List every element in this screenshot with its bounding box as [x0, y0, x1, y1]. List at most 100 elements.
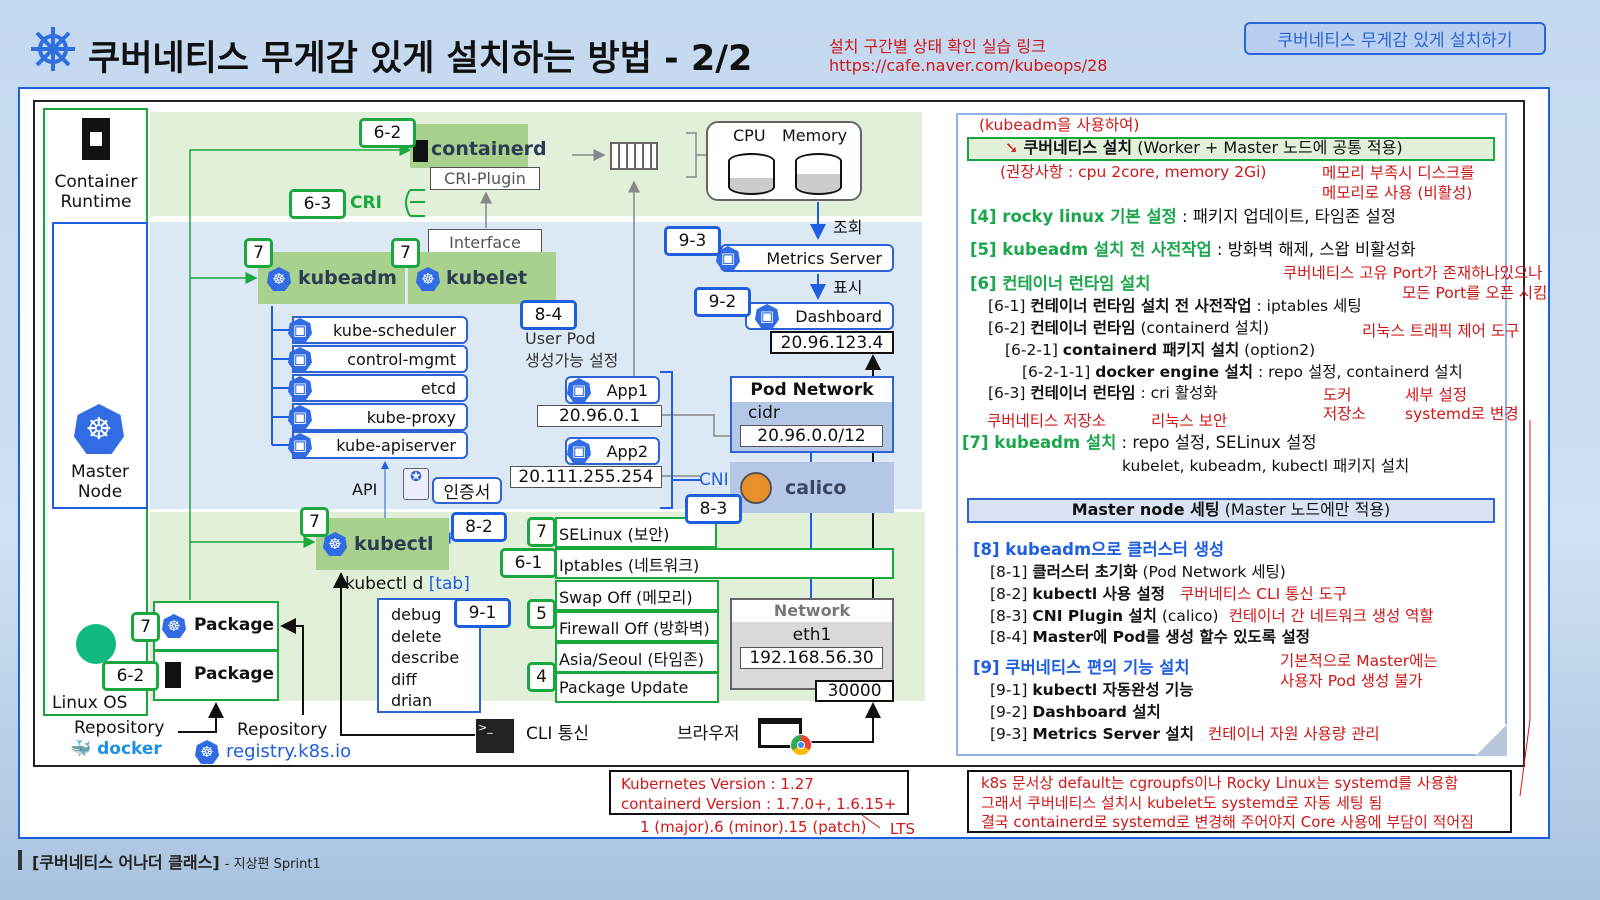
recommend-note: (권장사항 : cpu 2core, memory 2Gi): [1000, 163, 1267, 181]
diagram-frame: [33, 100, 1525, 767]
memory-label: Memory: [782, 126, 848, 145]
step-badge: 6-2: [102, 661, 159, 691]
calico-label: calico: [785, 477, 847, 499]
kubectl-label: kubectl: [354, 533, 434, 555]
step-number: [6-2-1-1]: [1022, 363, 1096, 381]
cidr-value: 20.96.0.0/12: [740, 425, 883, 447]
step-annotation: 컨테이너 간 네트워크 생성 역할: [1228, 607, 1434, 625]
step-title: containerd 패키지 설치: [1062, 341, 1240, 359]
swap-note-1: 메모리 부족시 디스크를: [1322, 164, 1475, 182]
lookup-label: 조회: [833, 218, 863, 237]
kubectl-command-text: kubectl d: [345, 574, 424, 594]
cni-label: CNI: [699, 470, 729, 490]
kubeadm-label: kubeadm: [298, 267, 397, 289]
step-title: kubectl 자동완성 기능: [1032, 681, 1194, 699]
component-etcd: etcd: [292, 374, 468, 402]
network-title: Network: [732, 600, 892, 622]
note-line: 결국 containerd로 systemd로 변경해 주어야지 Core 사용…: [981, 813, 1474, 831]
top-nav-button[interactable]: 쿠버네티스 무게감 있게 설치하기: [1244, 22, 1546, 55]
step-number: [8-2]: [990, 585, 1033, 603]
containerd-box: [410, 124, 528, 168]
kubeadm-box: kubeadm: [258, 252, 405, 304]
step-badge: 7: [131, 612, 160, 642]
user-pod-label: User Pod: [525, 329, 596, 348]
metrics-server-pod: Metrics Server: [720, 244, 894, 272]
step-9-1: [9-1] kubectl 자동완성 기능: [990, 680, 1194, 700]
step-badge: 7: [300, 507, 329, 537]
step-detail: (containerd 설치): [1135, 319, 1270, 337]
step-detail: : iptables 세팅: [1251, 297, 1362, 315]
step-title: 컨테이너 런타임: [1030, 319, 1136, 337]
step-badge: 7: [527, 517, 556, 547]
step-6-2-1: [6-2-1] containerd 패키지 설치 (option2): [1005, 340, 1315, 360]
kubernetes-logo-icon: [28, 24, 78, 74]
cri-plugin-box: CRI-Plugin: [430, 167, 540, 190]
step-4: [4] rocky linux 기본 설정 : 패키지 업데이트, 타임존 설정: [970, 207, 1396, 227]
install-title-rest: (Worker + Master 노드에 공통 적용): [1132, 138, 1403, 157]
browser-label: 브라우저: [677, 724, 740, 744]
step-number: [6-2-1]: [1005, 341, 1063, 359]
step-detail: : cri 활성화: [1135, 384, 1218, 402]
using-kubeadm-note: (kubeadm을 사용하여): [979, 116, 1140, 134]
common-install-header: [967, 137, 1495, 161]
browser-icon: [758, 718, 802, 748]
step-annotation: 쿠버네티스 CLI 통신 도구: [1179, 585, 1348, 603]
eth1-label: eth1: [792, 625, 832, 645]
step-title: 클러스터 초기화: [1032, 563, 1138, 581]
page-title: 쿠버네티스 무게감 있게 설치하는 방법 - 2/2: [88, 39, 753, 79]
package-containerd-label: Package: [194, 664, 275, 684]
cidr-label: cidr: [748, 403, 780, 423]
step-number: [8-1]: [990, 563, 1033, 581]
step-detail: (Pod Network 세팅): [1137, 563, 1286, 581]
containerd-logo-icon: [165, 662, 181, 688]
chrome-icon: [790, 734, 812, 756]
step-number: [6-2]: [988, 319, 1031, 337]
kubelet-label: kubelet: [446, 267, 528, 289]
linux-security-note: 리눅스 보안: [1151, 412, 1228, 430]
step-badge: 8-4: [520, 300, 577, 330]
app2-ip: 20.111.255.254: [510, 466, 662, 488]
k8s-version: Kubernetes Version : 1.27: [621, 775, 814, 793]
step-number: [6-1]: [988, 297, 1031, 315]
registry-link[interactable]: registry.k8s.io: [226, 741, 352, 762]
command-item: drian: [391, 691, 433, 710]
step-number: [6-3]: [988, 384, 1031, 402]
row-package-update: Package Update: [555, 672, 719, 703]
step-number: [9-2]: [990, 703, 1033, 721]
containerd-logo-icon: [413, 140, 428, 162]
step-badge: 9-3: [664, 226, 721, 256]
step-badge: 8-2: [451, 512, 507, 542]
command-item: debug: [391, 605, 442, 624]
master-title-bold: Master node 세팅: [1071, 500, 1220, 519]
footer-subtitle: - 지상편 Sprint1: [224, 857, 321, 872]
lab-link-url[interactable]: https://cafe.naver.com/kubeops/28: [829, 56, 1108, 75]
step-7-packages: kubelet, kubeadm, kubectl 패키지 설치: [1122, 457, 1410, 475]
step-7: [7] kubeadm 설치 : repo 설정, SELinux 설정: [962, 433, 1317, 453]
step-title: 컨테이너 런타임: [1030, 384, 1136, 402]
step-4-heading: [4] rocky linux 기본 설정: [970, 207, 1177, 226]
certificate-box: 인증서: [432, 477, 502, 504]
step-7-text: : repo 설정, SELinux 설정: [1116, 433, 1317, 452]
page-curl-icon: [1476, 724, 1507, 756]
k8s-repo-note: 쿠버네티스 저장소: [987, 412, 1107, 430]
semver-label: 1 (major).6 (minor).15 (patch): [640, 818, 867, 836]
lts-label: LTS: [890, 820, 915, 838]
containerd-version: containerd Version : 1.7.0+, 1.6.15+: [621, 795, 897, 813]
calico-logo-icon: [740, 472, 772, 504]
detail-note-2: systemd로 변경: [1405, 405, 1519, 423]
step-badge: 7: [244, 238, 273, 268]
display-label: 표시: [833, 278, 863, 297]
step-8-4: [8-4] Master에 Pod를 생성 할수 있도록 설정: [990, 627, 1310, 647]
common-install-title: ➘ 쿠버네티스 설치 (Worker + Master 노드에 공통 적용): [1005, 138, 1403, 157]
step-8-1: [8-1] 클러스터 초기화 (Pod Network 세팅): [990, 562, 1286, 582]
cpu-label: CPU: [733, 126, 766, 145]
cli-label: CLI 통신: [526, 724, 590, 744]
step-badge: 7: [391, 238, 420, 268]
certificate-icon: ✪: [403, 468, 429, 500]
row-iptables: Iptables (네트워크): [555, 548, 894, 579]
step-badge: 5: [527, 599, 556, 629]
step-9-2: [9-2] Dashboard 설치: [990, 702, 1161, 722]
step-7-heading: [7] kubeadm 설치: [962, 433, 1117, 452]
